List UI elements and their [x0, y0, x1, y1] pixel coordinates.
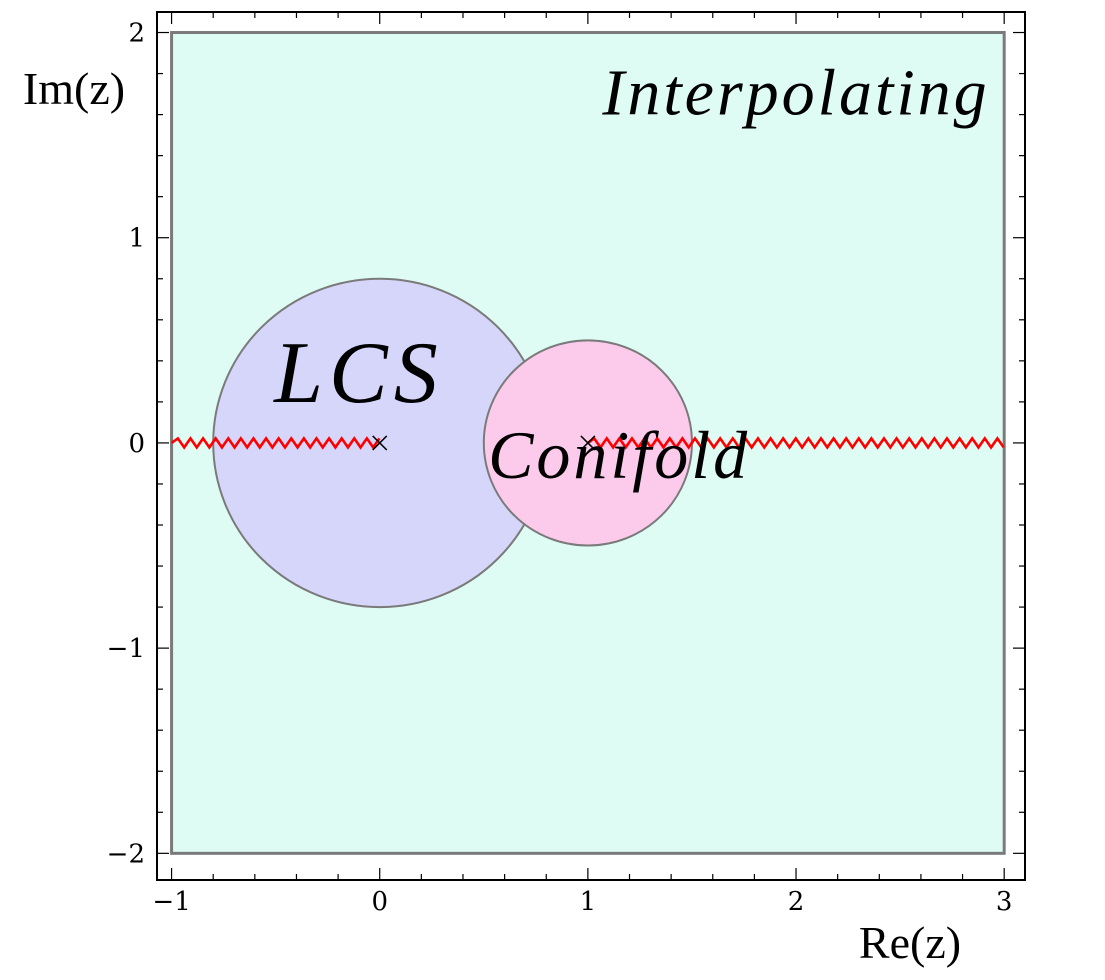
y-tick-label: −2 — [107, 839, 145, 869]
x-axis-label: Re(z) — [859, 917, 961, 968]
branch-cut-2 — [587, 436, 1005, 450]
singular-point-1 — [372, 435, 388, 451]
x-tick-label: 0 — [371, 887, 388, 917]
x-tick-label: 2 — [788, 887, 805, 917]
singular-point-stroke — [580, 435, 596, 451]
x-tick-label: 3 — [996, 887, 1013, 917]
branch-cut-1 — [170, 436, 381, 450]
x-tick-label: 1 — [580, 887, 597, 917]
singular-point-stroke — [372, 435, 388, 451]
y-tick-label: 2 — [128, 19, 145, 49]
singular-point-2 — [580, 435, 596, 451]
region-label-conifold: Conifold — [488, 417, 750, 493]
region-label-interpolating: Interpolating — [601, 57, 989, 130]
x-tick-label: −1 — [152, 887, 190, 917]
singular-points-layer — [372, 435, 596, 451]
y-tick-label: −1 — [107, 634, 145, 664]
region-label-lcs: LCS — [272, 325, 444, 422]
branch-cuts-layer — [170, 436, 1005, 450]
y-tick-label: 0 — [128, 429, 145, 459]
y-tick-label: 1 — [128, 224, 145, 254]
y-axis-label: Im(z) — [23, 63, 125, 114]
plot-frame-layer — [156, 11, 1026, 881]
plot-frame — [156, 11, 1026, 881]
